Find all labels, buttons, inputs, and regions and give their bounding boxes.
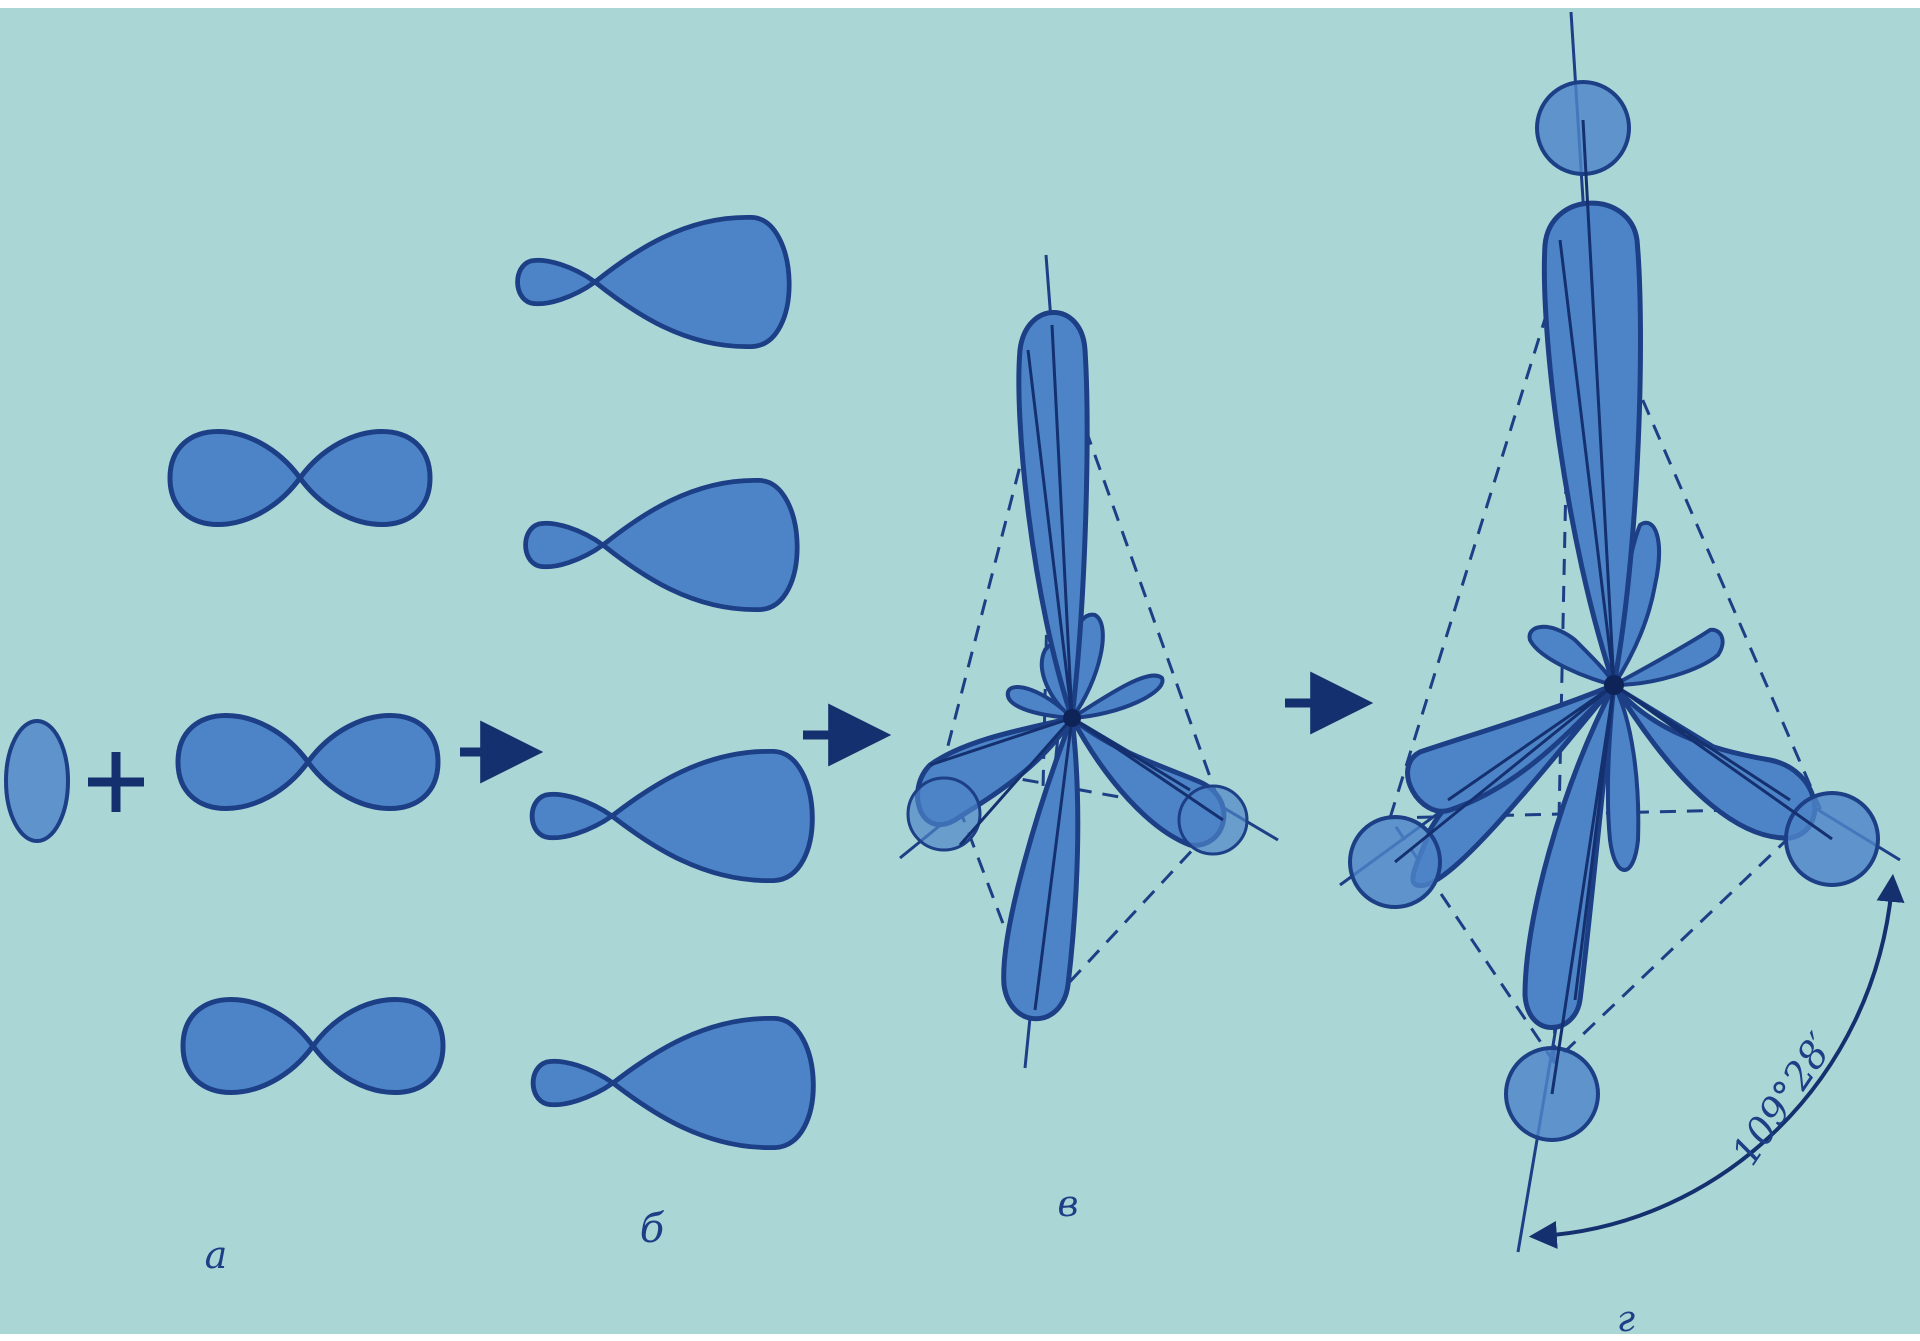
lobe-down-v	[1001, 715, 1081, 1022]
angle-arc	[1528, 873, 1905, 1249]
background-panel	[0, 8, 1920, 1334]
center-atom-g	[1604, 675, 1624, 695]
s-orbital	[4, 719, 70, 843]
stage-label-b: б	[640, 1206, 665, 1252]
stage-label-v: в	[1058, 1184, 1079, 1225]
stage-a-group: а	[4, 432, 443, 1277]
stage-label-a: а	[205, 1233, 228, 1277]
back-lobe-4	[1005, 685, 1074, 720]
stage-b-group: б	[518, 217, 814, 1252]
back-lobe-g-1	[1527, 624, 1616, 687]
center-atom-v	[1063, 709, 1081, 727]
spokes-v	[929, 324, 1224, 1011]
plus-sign	[88, 752, 144, 812]
stage-g-group: 109°28′ г	[1339, 11, 1905, 1340]
lobe-left-upper-g	[1405, 682, 1617, 814]
halo-left-v	[906, 776, 982, 852]
back-lobe-g-3	[1612, 627, 1725, 687]
lobe-up-g	[1541, 200, 1643, 688]
stage-v-group: в	[899, 254, 1279, 1225]
back-lobe-3	[1070, 673, 1165, 720]
stage-label-g: г	[1617, 1299, 1635, 1340]
